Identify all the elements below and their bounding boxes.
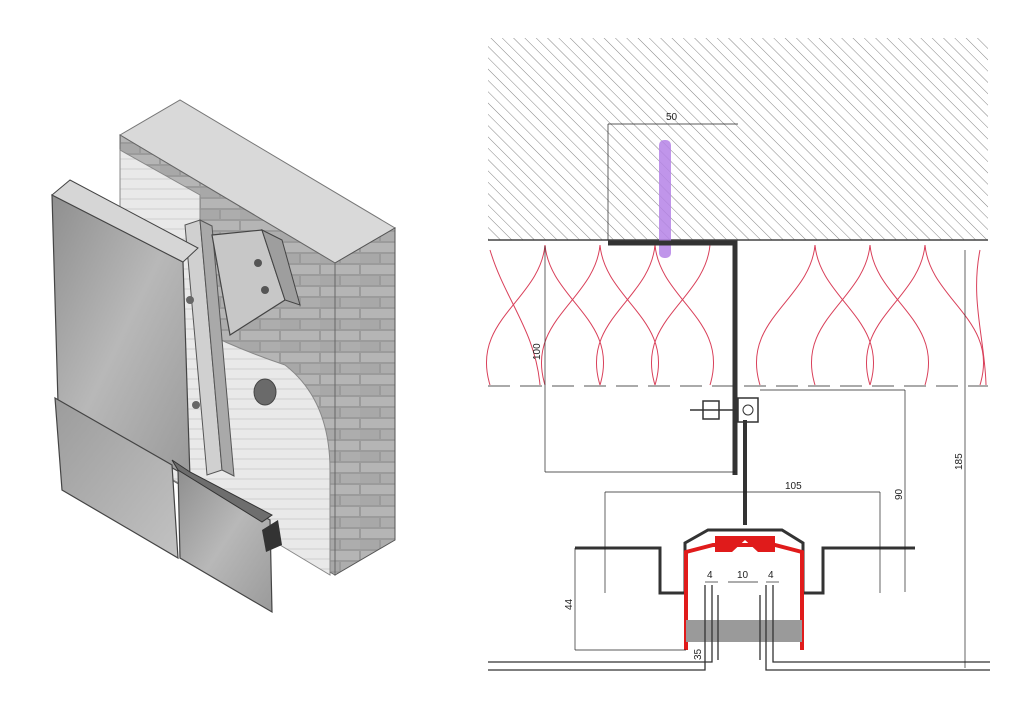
dim-rail-left-small: 4 <box>707 570 713 581</box>
top-hat-profile <box>575 528 915 595</box>
red-rail <box>684 543 804 650</box>
anchor-hole <box>253 378 277 406</box>
brick-wall-face <box>334 227 396 576</box>
isometric-view <box>51 99 396 614</box>
dim-panel-edge: 35 <box>693 648 704 660</box>
cladding-panel-upper-top-edge <box>51 179 199 263</box>
dim-rail-height: 44 <box>564 598 575 610</box>
dim-profile-width: 105 <box>785 481 802 492</box>
panel-joint-flange <box>171 459 273 523</box>
section-detail: 50 100 105 90 185 44 10 4 4 35 <box>485 38 990 671</box>
l-bracket <box>608 240 738 475</box>
cladding-panel-lower <box>54 396 179 560</box>
rail-clip-icon <box>192 401 200 409</box>
bolt-nut-center <box>742 404 754 416</box>
panel-returns <box>488 585 990 671</box>
red-clip <box>715 536 775 552</box>
rail-clip-icon <box>186 296 194 304</box>
bolt-nut <box>737 397 759 423</box>
dim-rail-right-small: 4 <box>768 570 774 581</box>
bracket-bolt-icon <box>254 259 262 267</box>
dim-joint-gap: 10 <box>737 570 749 581</box>
dim-anchor-spacing: 50 <box>666 112 678 123</box>
bracket-bolt-icon <box>261 286 269 294</box>
anchor-dowel <box>659 140 671 258</box>
dim-insulation-thickness: 100 <box>532 343 543 360</box>
panel-bottom-return <box>262 520 282 552</box>
dimension-lines <box>544 123 966 668</box>
wall-bracket-side <box>261 229 301 306</box>
vertical-rail-flange <box>199 219 235 477</box>
dim-total-depth: 185 <box>954 453 965 470</box>
concrete-wall <box>488 38 988 240</box>
gasket <box>686 620 802 642</box>
mineral-wool-insulation <box>485 244 987 386</box>
dim-bracket-offset: 90 <box>894 488 905 500</box>
